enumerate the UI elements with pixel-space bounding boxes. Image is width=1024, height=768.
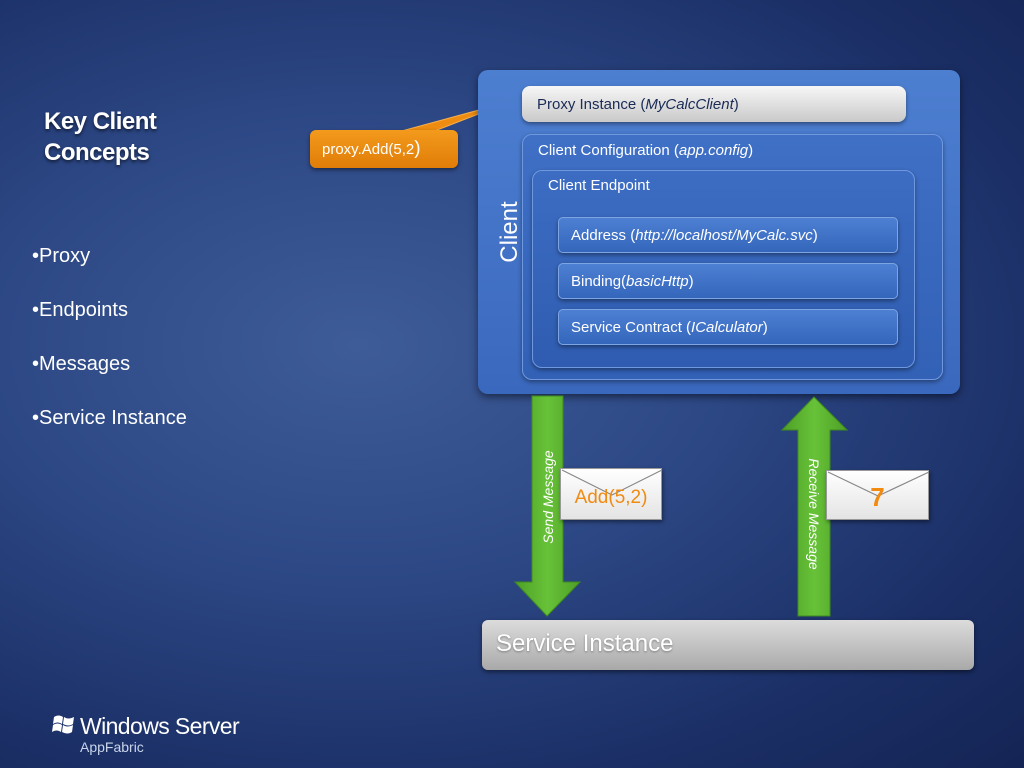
binding-suffix: ) bbox=[688, 273, 694, 290]
address-suffix: ) bbox=[812, 227, 818, 244]
logo-brand: Windows Server bbox=[80, 713, 240, 739]
receive-message-arrow bbox=[780, 396, 849, 617]
envelope-icon bbox=[827, 471, 930, 497]
send-message-arrow bbox=[513, 395, 582, 617]
client-configuration-label: Client Configuration (app.config) bbox=[538, 142, 753, 159]
service-instance-bar: Service Instance bbox=[482, 620, 974, 670]
callout-text: proxy.Add(5,2 bbox=[322, 141, 415, 158]
client-endpoint-label: Client Endpoint bbox=[548, 177, 650, 194]
contract-prefix: Service Contract ( bbox=[571, 319, 692, 336]
address-item: Address (http://localhost/MyCalc.svc) bbox=[558, 217, 898, 253]
logo-product: AppFabric bbox=[80, 739, 144, 755]
proxy-instance-bar: Proxy Instance (MyCalcClient) bbox=[522, 86, 906, 122]
bullet-list: •Proxy •Endpoints •Messages •Service Ins… bbox=[32, 242, 187, 458]
send-payload: Add(5,2) bbox=[574, 487, 648, 508]
receive-payload: 7 bbox=[870, 482, 885, 512]
config-suffix: ) bbox=[748, 142, 754, 159]
proxy-class-name: MyCalcClient bbox=[645, 96, 734, 113]
proxy-prefix: Proxy Instance ( bbox=[537, 96, 646, 113]
config-prefix: Client Configuration ( bbox=[538, 142, 679, 159]
envelope-icon bbox=[561, 469, 663, 496]
bullet-endpoints: •Endpoints bbox=[32, 299, 128, 321]
proxy-suffix: ) bbox=[733, 96, 739, 113]
slide-title: Key Client Concepts bbox=[44, 106, 157, 168]
binding-item: Binding(basicHttp) bbox=[558, 263, 898, 299]
bullet-messages: •Messages bbox=[32, 353, 131, 375]
title-line-2: Concepts bbox=[44, 139, 150, 166]
binding-name: basicHttp bbox=[626, 273, 689, 290]
receive-envelope: 7 bbox=[826, 470, 930, 520]
contract-suffix: ) bbox=[762, 319, 768, 336]
address-prefix: Address ( bbox=[571, 227, 636, 244]
address-url: http://localhost/MyCalc.svc bbox=[635, 227, 813, 244]
bullet-service-instance: •Service Instance bbox=[32, 407, 187, 429]
receive-message-label: Receive Message bbox=[806, 458, 822, 570]
callout-close-paren: ) bbox=[414, 138, 421, 159]
send-message-label: Send Message bbox=[540, 450, 556, 544]
config-file-name: app.config bbox=[678, 142, 749, 159]
windows-flag-icon bbox=[52, 715, 74, 734]
contract-name: ICalculator bbox=[691, 319, 763, 336]
proxy-call-callout: proxy.Add(5,2) bbox=[310, 130, 458, 168]
send-envelope: Add(5,2) bbox=[560, 468, 663, 520]
service-contract-item: Service Contract (ICalculator) bbox=[558, 309, 898, 345]
bullet-proxy: •Proxy bbox=[32, 245, 91, 267]
title-line-1: Key Client bbox=[44, 108, 157, 135]
binding-prefix: Binding( bbox=[571, 273, 627, 290]
